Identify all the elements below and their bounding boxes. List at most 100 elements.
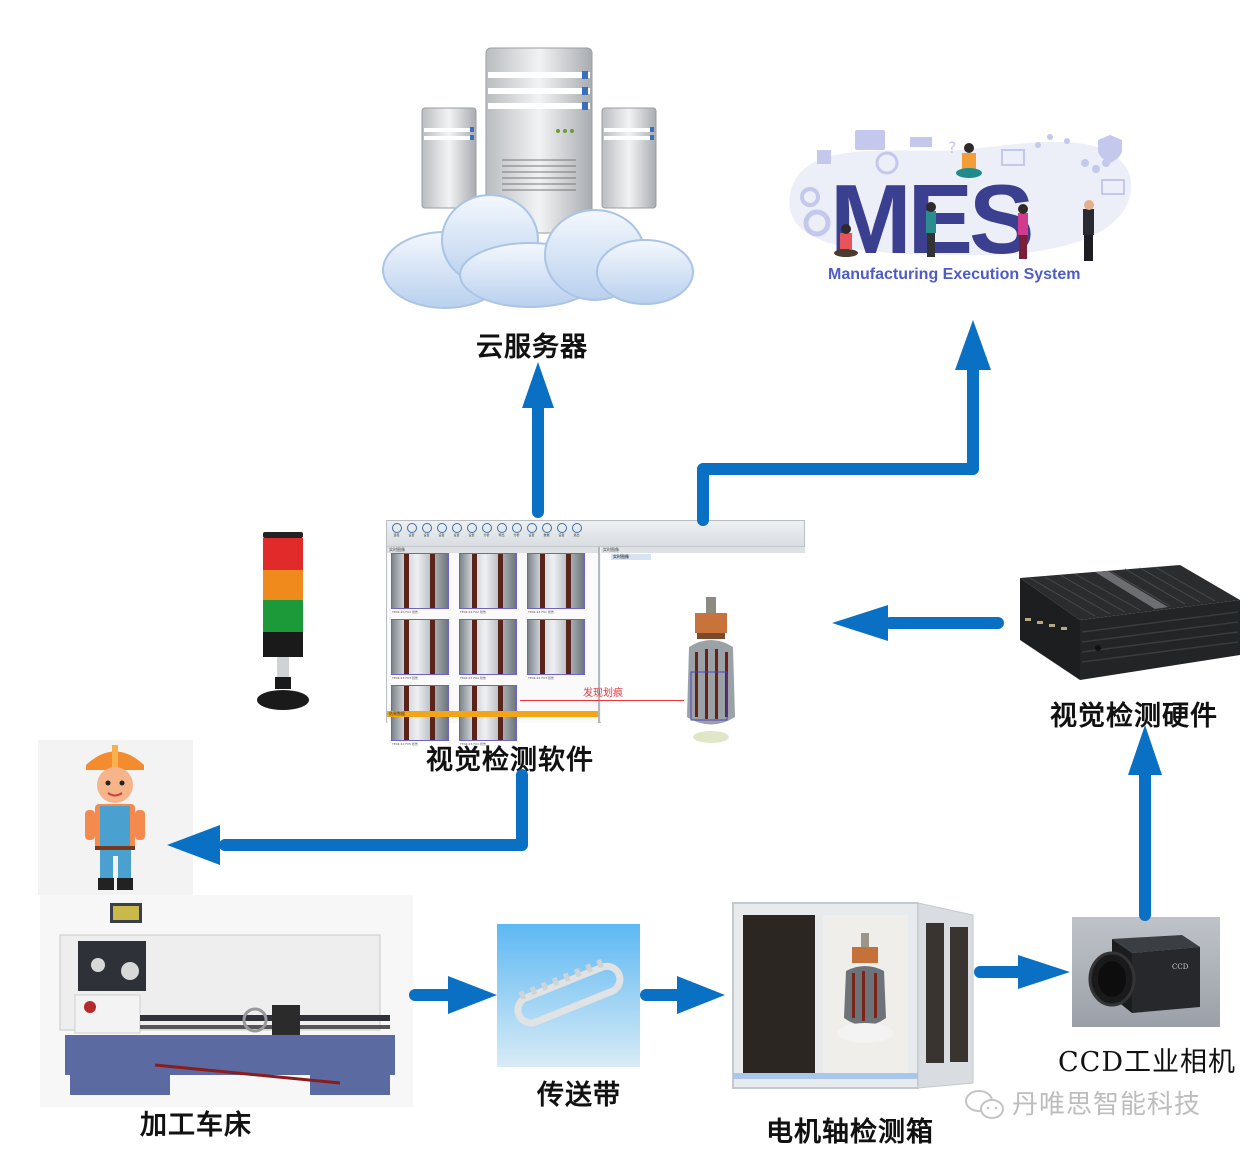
vision-software-label: 视觉检测软件 <box>426 745 594 776</box>
lathe-label: 加工车床 <box>140 1110 252 1141</box>
toolbar-button-label: 设置 <box>438 533 445 537</box>
defect-thumbnail[interactable]: TE44:20 F03 划伤 <box>391 553 449 614</box>
vision-hardware-illustration <box>1000 560 1245 690</box>
winding-bar <box>472 620 477 674</box>
toolbar-button[interactable]: 设置 <box>405 523 418 539</box>
thumbnail-caption: TE44:24 F02 划伤 <box>460 610 486 614</box>
toolbar-button-label: 连接 <box>393 533 400 537</box>
toolbar-button[interactable]: 设置 <box>525 523 538 539</box>
motor-rotor-image <box>687 597 735 743</box>
toolbar-button-label: 分析 <box>513 533 520 537</box>
toolbar-button[interactable]: 数据 <box>540 523 553 539</box>
toolbar-button-label: 设置 <box>558 533 565 537</box>
conveyor-illustration <box>497 924 640 1067</box>
toolbar-button[interactable]: 退出 <box>570 523 583 539</box>
toolbar-icon <box>496 523 507 533</box>
server-left-icon <box>421 107 477 209</box>
winding-bar <box>472 554 477 608</box>
arrowhead-left-software <box>832 605 888 641</box>
cloud-server-illustration <box>380 40 700 310</box>
toolbar-button-label: 退出 <box>573 533 580 537</box>
toolbar-button-label: 设置 <box>423 533 430 537</box>
arrowhead-up-mes <box>955 320 991 370</box>
winding-bar <box>430 554 435 608</box>
toolbar-button-label: 导出 <box>498 533 505 537</box>
server-main-icon <box>485 47 593 234</box>
svg-text:?: ? <box>948 138 957 157</box>
toolbar-button[interactable]: 分析 <box>510 523 523 539</box>
winding-bar <box>566 620 571 674</box>
preview-tab[interactable]: 实时图像 <box>611 554 651 560</box>
toolbar-button-label: 分析 <box>483 533 490 537</box>
toolbar-icon <box>541 523 552 533</box>
winding-bar <box>566 554 571 608</box>
toolbar-icon <box>466 523 477 533</box>
toolbar-button[interactable]: 设置 <box>450 523 463 539</box>
server-right-icon <box>601 107 657 209</box>
watermark-text: 丹唯思智能科技 <box>1012 1090 1202 1120</box>
thumbnail-panel: 实时图像 TE44:20 F03 划伤 TE44:24 F02 划伤 TE44:24… <box>387 547 600 746</box>
thumbnail-caption: TE44:22 F05 划伤 <box>392 742 418 746</box>
defect-annotation: 发现划痕 <box>583 688 623 699</box>
ccd-camera-illustration: CCD <box>1072 917 1220 1027</box>
svg-text:CCD: CCD <box>1172 963 1189 971</box>
toolbar-button[interactable]: 设置 <box>435 523 448 539</box>
toolbar-button-label: 设置 <box>408 533 415 537</box>
defect-pointer-line <box>520 700 684 701</box>
winding-bar <box>540 554 545 608</box>
defect-thumbnail[interactable]: TE44:23 F04 划伤 <box>459 619 517 680</box>
wechat-icon <box>964 1088 1006 1122</box>
people-figures <box>834 143 1094 261</box>
cloud-icon <box>382 194 694 309</box>
toolbar-icon <box>451 523 462 533</box>
mes-illustration: ? MES Manufacturing Execution System <box>780 115 1140 295</box>
software-toolbar: 连接设置设置设置设置设置分析导出分析设置数据设置退出 <box>387 521 804 547</box>
toolbar-button[interactable]: 连接 <box>390 523 403 539</box>
thumbnail-caption: TE44:23 F04 划伤 <box>460 676 486 680</box>
right-panel-header: 实时图像 <box>601 547 805 553</box>
toolbar-button-label: 设置 <box>468 533 475 537</box>
ccd-camera-label: CCD工业相机 <box>1058 1047 1236 1078</box>
status-bar: 结果数据 <box>387 711 598 717</box>
toolbar-icon <box>511 523 522 533</box>
toolbar-button[interactable]: 分析 <box>480 523 493 539</box>
winding-bar <box>404 620 409 674</box>
defect-thumbnail[interactable]: TE44:24 F02 划伤 <box>459 553 517 614</box>
inspection-box-illustration <box>728 893 976 1103</box>
thumbnail-caption: TE44:22 F03 划伤 <box>528 676 554 680</box>
toolbar-icon <box>481 523 492 533</box>
thumbnail-caption: TE44:24 F01 划伤 <box>528 610 554 614</box>
winding-bar <box>498 554 503 608</box>
vision-software-window: 连接设置设置设置设置设置分析导出分析设置数据设置退出 实时图像 TE44:20 … <box>386 520 805 746</box>
winding-bar <box>404 554 409 608</box>
defect-thumbnail[interactable]: TE44:22 F03 划伤 <box>527 619 585 680</box>
toolbar-button[interactable]: 设置 <box>465 523 478 539</box>
operator-illustration <box>38 740 193 895</box>
arrow-software-to-operator <box>219 769 528 851</box>
toolbar-icon <box>391 523 402 533</box>
vision-hardware-label: 视觉检测硬件 <box>1050 701 1218 732</box>
mes-decor-icons: ? <box>800 130 1125 237</box>
mes-subtitle: Manufacturing Execution System <box>828 266 1081 283</box>
toolbar-button[interactable]: 设置 <box>555 523 568 539</box>
toolbar-button[interactable]: 设置 <box>420 523 433 539</box>
cloud-server-label: 云服务器 <box>476 332 588 363</box>
arrow-software-to-mes <box>697 364 979 526</box>
winding-bar <box>498 620 503 674</box>
toolbar-icon <box>421 523 432 533</box>
winding-bar <box>430 620 435 674</box>
lathe-illustration <box>40 895 413 1107</box>
left-panel-header: 实时图像 <box>387 547 598 553</box>
defect-thumbnail[interactable]: TE44:24 F01 划伤 <box>527 553 585 614</box>
thumbnail-caption: TE44:23 F03 划伤 <box>392 676 418 680</box>
defect-thumbnail[interactable]: TE44:23 F03 划伤 <box>391 619 449 680</box>
signal-tower-light <box>255 530 315 720</box>
inspection-box-label: 电机轴检测箱 <box>766 1117 934 1148</box>
toolbar-icon <box>526 523 537 533</box>
toolbar-icon <box>406 523 417 533</box>
toolbar-button[interactable]: 导出 <box>495 523 508 539</box>
thumbnail-caption: TE44:20 F03 划伤 <box>392 610 418 614</box>
toolbar-button-label: 数据 <box>543 533 550 537</box>
winding-bar <box>540 620 545 674</box>
toolbar-button-label: 设置 <box>528 533 535 537</box>
